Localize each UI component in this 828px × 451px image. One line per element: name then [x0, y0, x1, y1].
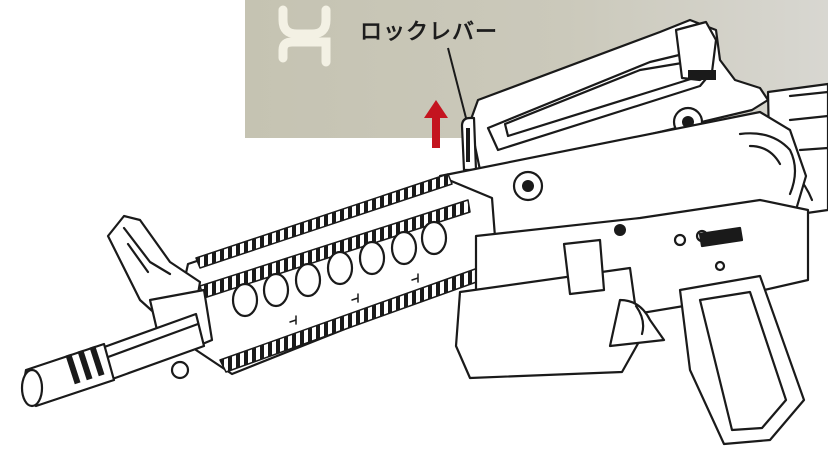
callout-leader-line: [447, 47, 467, 119]
panel-glyph-icon: [278, 5, 331, 67]
arrow-up-icon: [424, 100, 448, 148]
lock-lever-label: ロックレバー: [360, 20, 499, 45]
rifle-illustration: [20, 18, 828, 446]
